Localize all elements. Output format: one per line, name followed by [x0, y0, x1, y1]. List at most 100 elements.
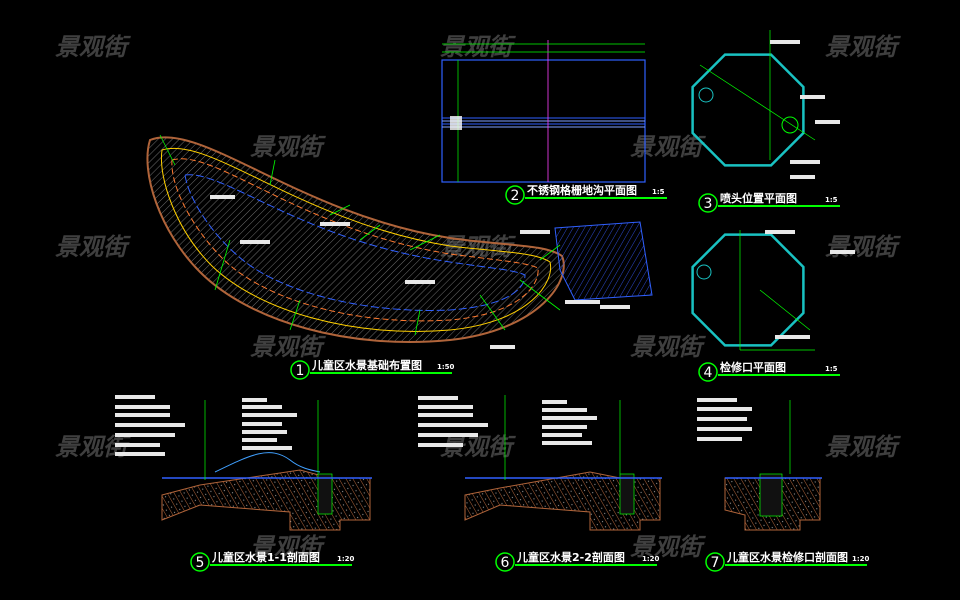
plan-1-water-feature-layout: [146, 134, 653, 343]
annotation-text-bar: [697, 417, 747, 421]
section-7: [724, 400, 822, 531]
annotation-text-bar: [418, 443, 463, 447]
annotation-text-bar: [542, 425, 587, 429]
watermark-text: 景观街: [250, 533, 326, 561]
drawing-title-7: 7 儿童区水景检修口剖面图 1:20: [705, 550, 870, 572]
annotation-text-bar: [765, 230, 795, 234]
annotation-text-bar: [242, 405, 282, 409]
annotation-text-bar: [790, 175, 815, 179]
annotation-text-bar: [542, 408, 587, 412]
annotation-text-bar: [490, 345, 515, 349]
annotation-text-bar: [115, 395, 155, 399]
annotation-text-bar: [418, 405, 473, 409]
plan-4-access-hatch: [691, 230, 815, 351]
annotation-text-bar: [770, 40, 800, 44]
annotation-text-bar: [815, 120, 840, 124]
drawing-scale: 1:20: [337, 555, 355, 563]
drawing-scale: 1:5: [825, 196, 838, 204]
annotation-text-bar: [242, 422, 282, 426]
drawing-scale: 1:5: [825, 365, 838, 373]
annotation-text-bar: [565, 300, 600, 304]
annotation-text-bar: [320, 222, 350, 226]
drawing-title-text: 儿童区水景2-2剖面图: [516, 550, 625, 564]
drawing-number-circle: [290, 360, 310, 380]
watermark-text: 景观街: [250, 333, 326, 361]
watermark-text: 景观街: [825, 233, 901, 261]
drawing-title-1: 1 儿童区水景基础布置图 1:50: [290, 358, 455, 380]
drawing-number-circle: [698, 193, 718, 213]
drawing-number-circle: [495, 552, 515, 572]
annotation-text-bar: [542, 441, 592, 445]
plan-3-nozzle-position: [691, 30, 816, 167]
annotation-text-bar: [115, 443, 160, 447]
drawing-number-circle: [698, 362, 718, 382]
watermark-text: 景观街: [825, 33, 901, 61]
annotation-text-bar: [600, 305, 630, 309]
drawing-number: 6: [501, 555, 510, 571]
annotation-text-bar: [775, 335, 810, 339]
annotation-text-bar: [115, 423, 185, 427]
annotation-text-bar: [542, 433, 582, 437]
drawing-title-3: 3 喷头位置平面图 1:5: [698, 191, 840, 213]
drawing-titles: 1 儿童区水景基础布置图 1:50 2 不锈钢格栅地沟平面图 1:5 3 喷头位置平面图 1:5…: [190, 183, 870, 572]
drawing-title-text: 检修口平面图: [720, 360, 786, 374]
section-6: [464, 395, 662, 531]
annotation-text-bar: [697, 427, 752, 431]
drawing-title-2: 2 不锈钢格栅地沟平面图 1:5: [505, 183, 667, 205]
annotation-text-bar: [242, 446, 292, 450]
annotation-text-bar: [542, 416, 597, 420]
annotation-text-bar: [242, 430, 287, 434]
annotation-text-bar: [697, 437, 742, 441]
drawing-scale: 1:5: [652, 188, 665, 196]
drawing-title-4: 4 检修口平面图 1:5: [698, 360, 840, 382]
watermark-text: 景观街: [630, 333, 706, 361]
annotation-text-bar: [800, 95, 825, 99]
annotation-text-bar: [242, 413, 297, 417]
annotation-text-bar: [242, 438, 277, 442]
section-5: [161, 400, 372, 531]
drawing-title-text: 不锈钢格栅地沟平面图: [527, 183, 637, 197]
annotation-text-bar: [418, 423, 488, 427]
watermark-text: 景观街: [630, 533, 706, 561]
annotation-text-bar: [240, 240, 270, 244]
annotation-text-bar: [542, 400, 567, 404]
drawing-title-text: 喷头位置平面图: [720, 191, 797, 205]
drawing-title-text: 儿童区水景1-1剖面图: [211, 550, 320, 564]
watermark-text: 景观街: [630, 133, 706, 161]
drawing-number: 5: [196, 555, 205, 571]
watermark-text: 景观街: [250, 133, 326, 161]
annotation-text-bar: [418, 433, 478, 437]
drawing-number: 4: [704, 365, 713, 381]
drawing-scale: 1:50: [437, 363, 455, 371]
annotation-text-bar: [210, 195, 235, 199]
watermark-layer: 景观街景观街景观街景观街景观街景观街景观街景观街景观街景观街景观街景观街景观街景…: [55, 33, 901, 561]
annotation-text-bar: [697, 407, 752, 411]
annotation-text-bar: [418, 396, 458, 400]
plan-2-grating-trench: [441, 40, 646, 183]
watermark-text: 景观街: [825, 433, 901, 461]
annotation-text-bar: [830, 250, 855, 254]
annotation-text-bar: [697, 398, 737, 402]
annotation-text-bar: [242, 398, 267, 402]
annotation-text-bar: [115, 452, 165, 456]
annotation-text-bar: [790, 160, 820, 164]
drawing-title-text: 儿童区水景检修口剖面图: [726, 550, 848, 564]
drawing-number: 7: [711, 555, 720, 571]
drawing-number: 3: [704, 196, 713, 212]
drawing-number-circle: [190, 552, 210, 572]
annotation-text-bar: [418, 413, 473, 417]
watermark-text: 景观街: [440, 33, 516, 61]
annotation-text-bar: [115, 405, 170, 409]
watermark-text: 景观街: [55, 33, 131, 61]
drawing-number: 1: [296, 363, 305, 379]
annotation-text-bar: [115, 413, 170, 417]
drawing-title-text: 儿童区水景基础布置图: [311, 358, 422, 372]
drawing-scale: 1:20: [852, 555, 870, 563]
drawing-number: 2: [511, 188, 520, 204]
annotation-text-bar: [115, 433, 175, 437]
annotation-text-bar: [405, 280, 435, 284]
drawing-number-circle: [505, 185, 525, 205]
